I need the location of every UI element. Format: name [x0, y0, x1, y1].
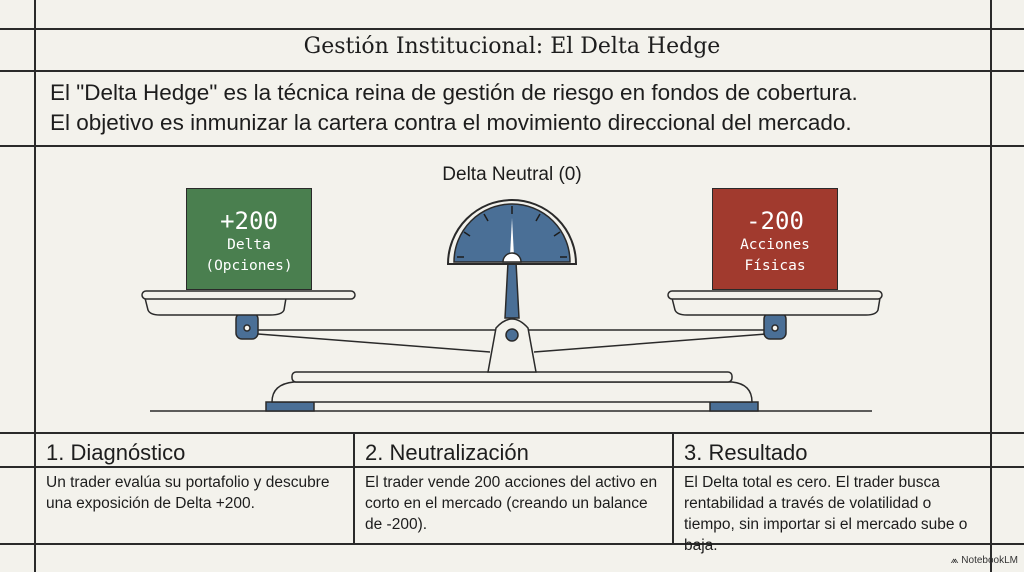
- intro-text: El "Delta Hedge" es la técnica reina de …: [50, 78, 990, 138]
- brand-text: NotebookLM: [961, 555, 1018, 566]
- step-resultado: 3. Resultado El Delta total es cero. El …: [672, 432, 990, 554]
- block-label: (Opciones): [205, 258, 293, 274]
- block-value: -200: [746, 207, 804, 235]
- step-title: 2. Neutralización: [365, 440, 529, 465]
- intro-line: El "Delta Hedge" es la técnica reina de …: [50, 80, 858, 105]
- step-title: 1. Diagnóstico: [46, 440, 186, 465]
- step-text: Un trader evalúa su portafolio y descubr…: [46, 474, 330, 512]
- intro-line: El objetivo es inmunizar la cartera cont…: [50, 110, 852, 135]
- divider: [0, 145, 1024, 147]
- divider: [990, 0, 992, 572]
- divider: [0, 28, 1024, 30]
- divider: [0, 466, 1024, 468]
- physical-shares-block: -200 Acciones Físicas: [712, 188, 838, 290]
- divider: [0, 543, 1024, 545]
- step-diagnostico: 1. Diagnóstico Un trader evalúa su porta…: [34, 432, 353, 543]
- step-neutralizacion: 2. Neutralización El trader vende 200 ac…: [353, 432, 672, 543]
- notebooklm-icon: ⩕: [950, 555, 962, 566]
- divider: [353, 432, 355, 543]
- divider: [34, 0, 36, 572]
- page-title: Gestión Institucional: El Delta Hedge: [303, 34, 721, 59]
- block-label: Físicas: [744, 258, 806, 274]
- step-text: El Delta total es cero. El trader busca …: [684, 474, 968, 554]
- divider: [672, 432, 674, 543]
- step-title: 3. Resultado: [684, 440, 808, 465]
- step-text: El trader vende 200 acciones del activo …: [365, 474, 658, 533]
- divider: [0, 432, 1024, 434]
- delta-neutral-label: Delta Neutral (0): [442, 164, 582, 185]
- notebooklm-logo: ⩕ NotebookLM: [951, 555, 1018, 566]
- block-label: Acciones: [740, 237, 810, 253]
- divider: [0, 70, 1024, 72]
- options-delta-block: +200 Delta (Opciones): [186, 188, 312, 290]
- block-label: Delta: [227, 237, 271, 253]
- block-value: +200: [220, 207, 278, 235]
